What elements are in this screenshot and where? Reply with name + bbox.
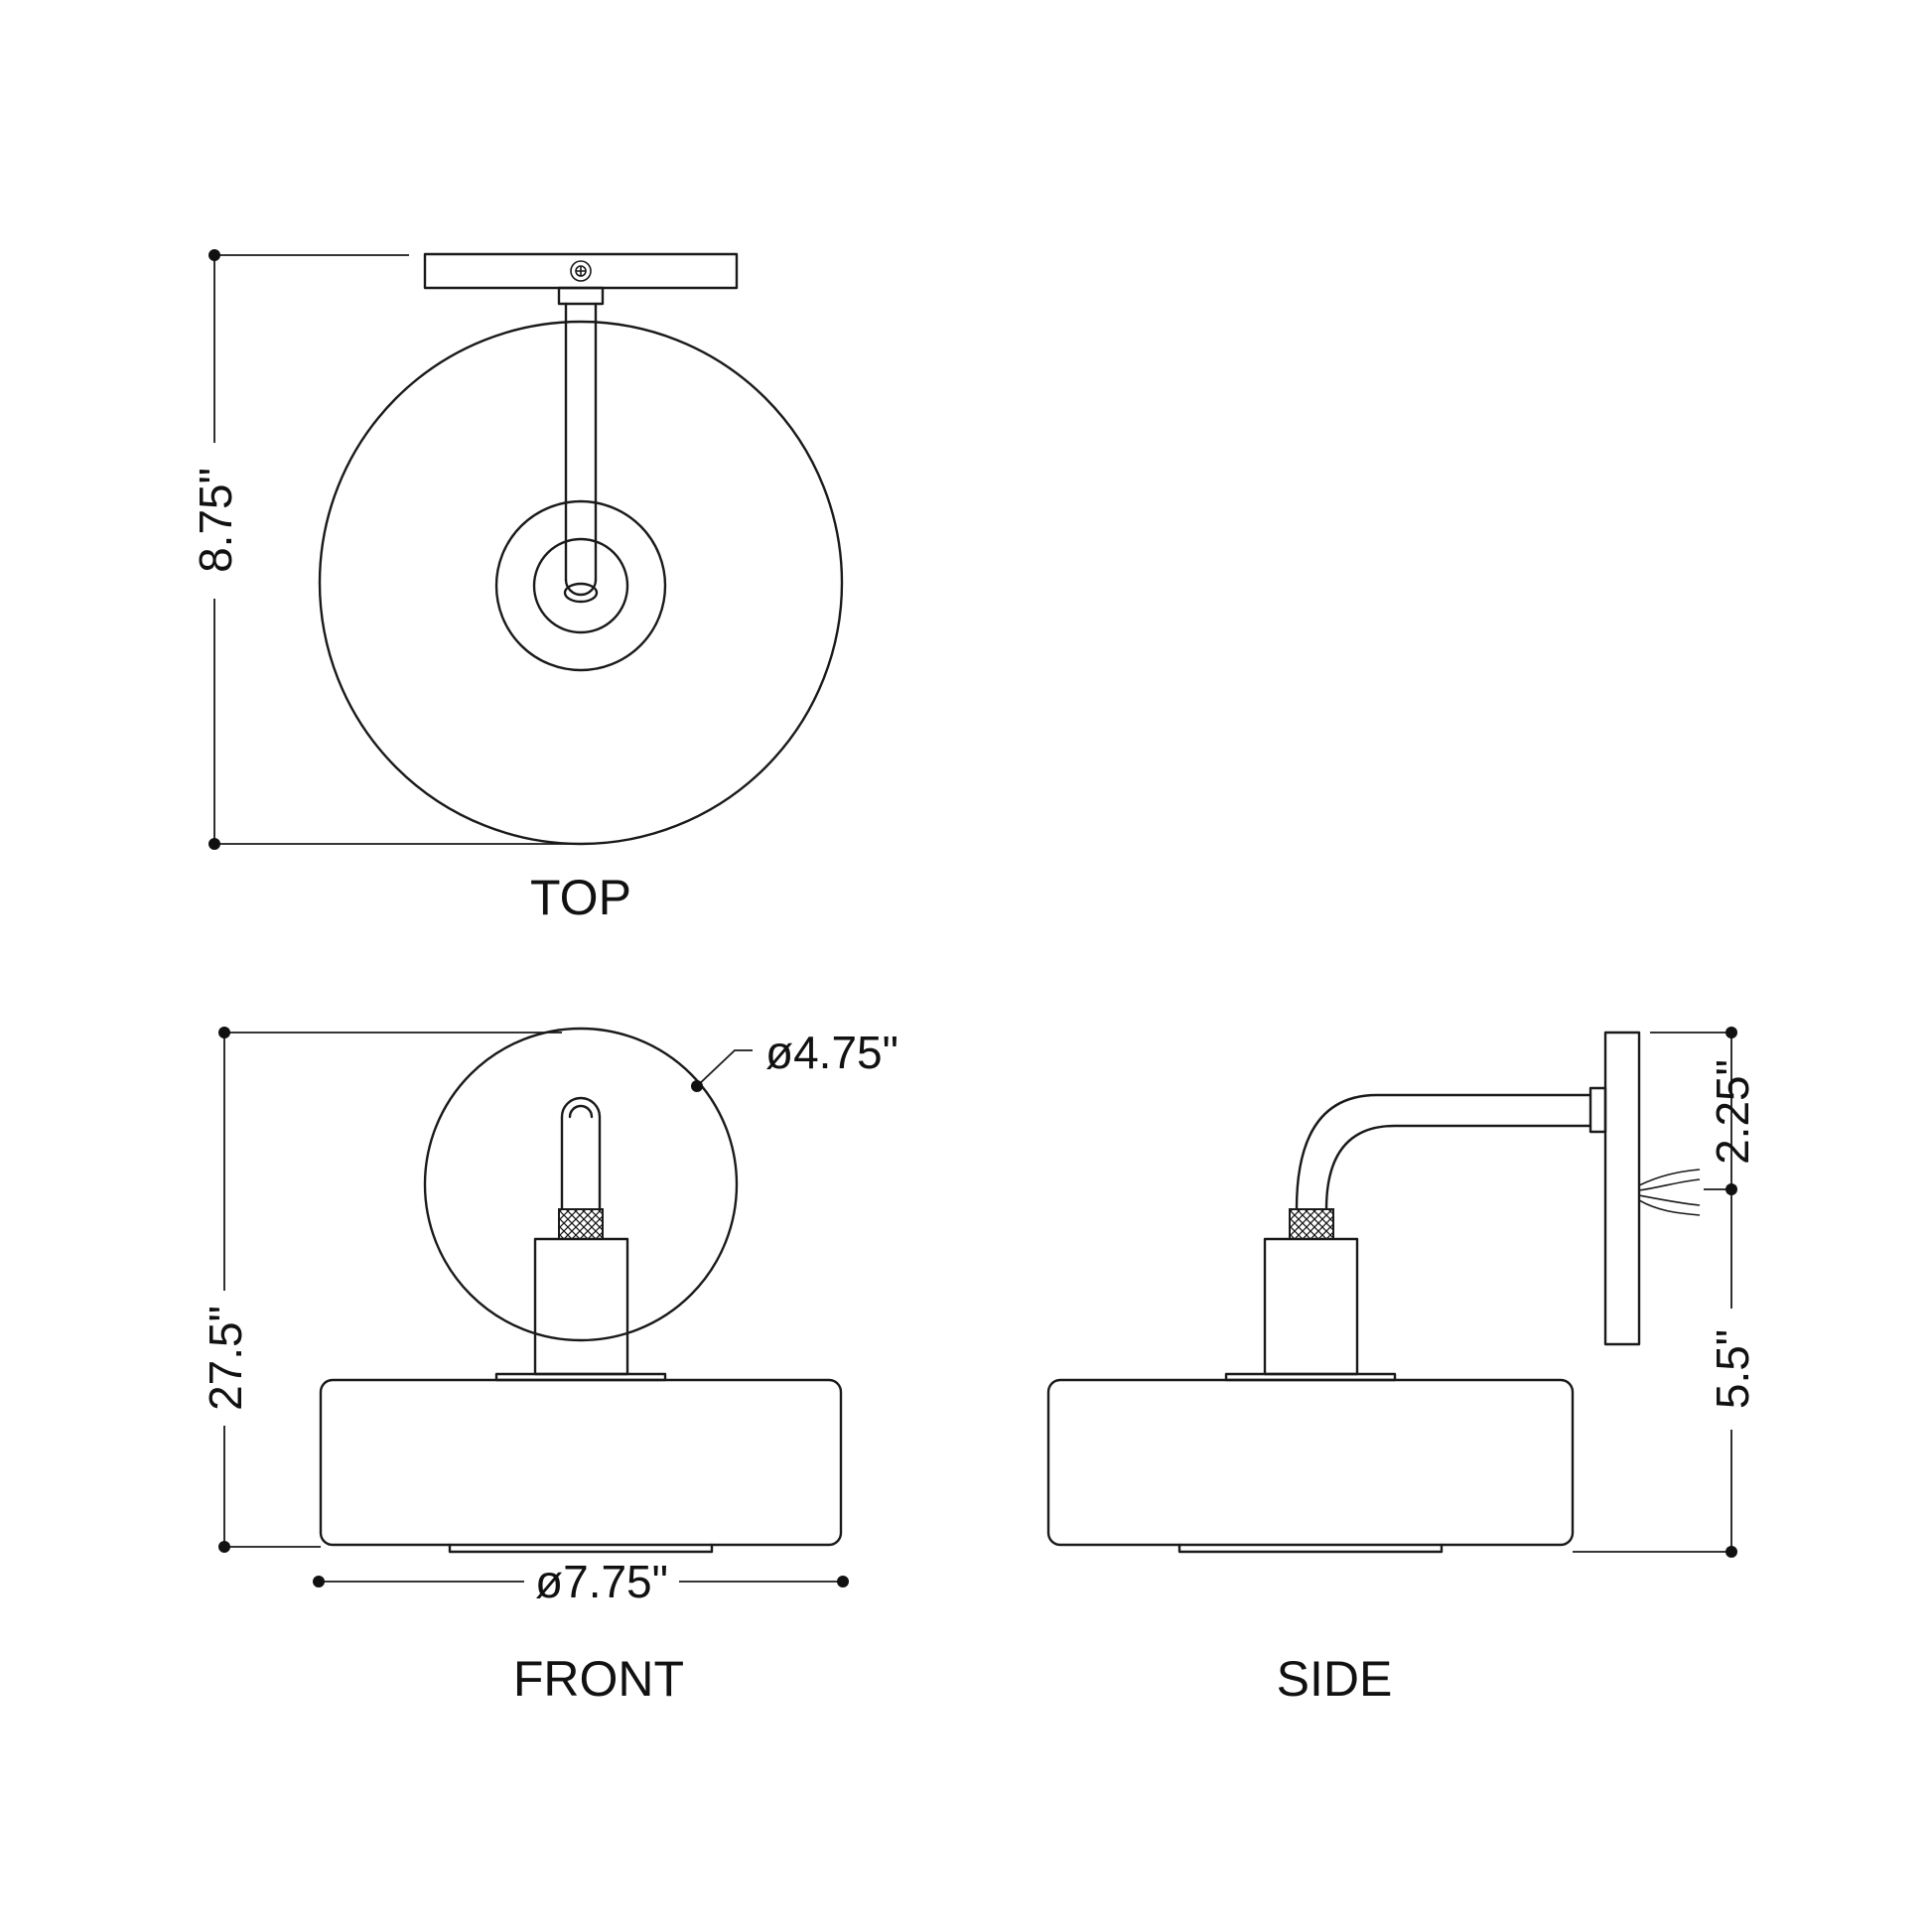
side-backplate bbox=[1603, 1031, 1641, 1346]
top-arm bbox=[564, 302, 598, 582]
shade-diameter-value: ø7.75" bbox=[535, 1556, 668, 1607]
top-arm-collar bbox=[557, 286, 605, 306]
top-socket-hole bbox=[563, 582, 599, 604]
top-socket-ring-outer bbox=[494, 499, 667, 672]
front-arm bbox=[560, 1096, 602, 1211]
side-view: 2.25" 5.5" SIDE bbox=[1046, 1027, 1758, 1707]
side-socket-body bbox=[1263, 1237, 1359, 1376]
front-height-value: 27.5" bbox=[200, 1306, 251, 1411]
side-shade-outline bbox=[1046, 1378, 1575, 1547]
front-height-dimension: 27.5" bbox=[200, 1027, 562, 1553]
front-shade-outline bbox=[319, 1378, 843, 1547]
top-depth-dimension: 8.75" bbox=[190, 249, 581, 850]
top-depth-value: 8.75" bbox=[190, 468, 241, 573]
side-arm-collar bbox=[1588, 1086, 1607, 1134]
front-backplate-outline bbox=[423, 1027, 739, 1342]
side-diffuser bbox=[1177, 1543, 1444, 1554]
side-height-dimension: 2.25" 5.5" bbox=[1573, 1027, 1758, 1558]
side-arm bbox=[1295, 1093, 1592, 1211]
side-view-label: SIDE bbox=[1277, 1651, 1393, 1707]
side-lower-value: 5.5" bbox=[1707, 1329, 1758, 1409]
shade-diameter-dimension: ø7.75" bbox=[313, 1556, 849, 1607]
side-upper-value: 2.25" bbox=[1707, 1059, 1758, 1165]
top-view: 8.75" TOP bbox=[190, 249, 844, 925]
front-knurled-nut bbox=[558, 1208, 604, 1240]
top-view-label: TOP bbox=[530, 870, 631, 925]
wire-leads-icon bbox=[1638, 1169, 1701, 1216]
front-view-label: FRONT bbox=[513, 1651, 684, 1707]
front-diffuser bbox=[448, 1543, 714, 1554]
backplate-diameter-callout: ø4.75" bbox=[691, 1027, 898, 1092]
side-knurled-nut bbox=[1289, 1208, 1334, 1240]
backplate-diameter-value: ø4.75" bbox=[765, 1027, 898, 1078]
front-view: 27.5" ø4.75" ø7.75" FRONT bbox=[200, 1027, 898, 1707]
front-socket-body bbox=[533, 1237, 629, 1376]
top-socket-ring-inner bbox=[532, 537, 629, 634]
screw-icon bbox=[570, 260, 592, 282]
